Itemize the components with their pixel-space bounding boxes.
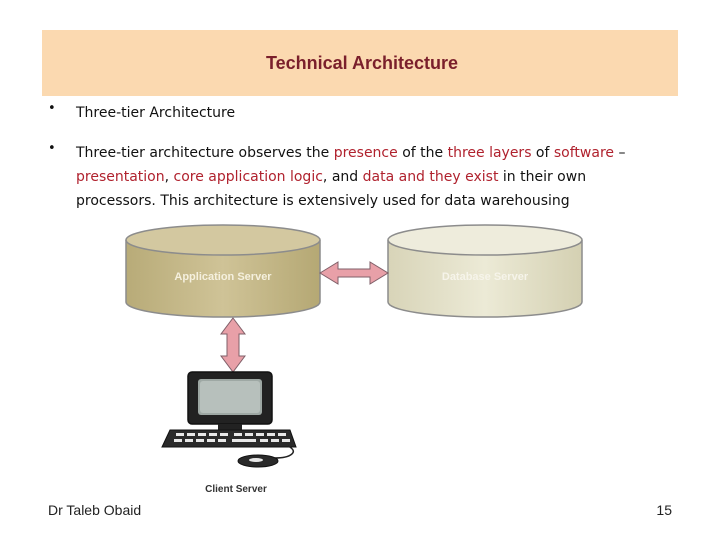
highlighted-term: presentation — [76, 169, 165, 185]
bullet-dot: • — [48, 101, 56, 116]
bullet-dot: • — [48, 141, 56, 156]
highlighted-term: core application logic — [173, 169, 323, 185]
bullet-text-fragment: of — [531, 145, 554, 161]
bullet-text-fragment: in their own processors. This architectu… — [76, 169, 587, 209]
bullet-text-fragment: , and — [322, 169, 363, 185]
bullet-text-fragment: , — [164, 169, 174, 185]
bullet-text-fragment: Three-tier architecture observes the — [76, 145, 334, 161]
bullet-text-fragment: – — [614, 145, 626, 161]
title-bar: Technical Architecture — [42, 30, 678, 96]
client-server-label: Client Server — [205, 484, 267, 495]
footer-author: Dr Taleb Obaid — [48, 502, 142, 518]
application-server-cylinder — [125, 224, 321, 318]
bullet-text: Three-tier Architecture — [76, 105, 236, 121]
application-server-label: Application Server — [174, 271, 272, 283]
highlighted-term: three layers — [447, 145, 532, 161]
double-arrow-horizontal — [319, 261, 389, 285]
double-arrow-vertical — [220, 317, 246, 373]
highlighted-term: presence — [333, 145, 398, 161]
bullet-item: • Three-tier architecture observes the p… — [48, 141, 666, 213]
computer-icon — [161, 371, 297, 468]
bullet-item: • Three-tier Architecture — [48, 101, 666, 125]
bullet-text-fragment: of the — [397, 145, 448, 161]
highlighted-term: software — [553, 145, 615, 161]
database-server-cylinder — [387, 224, 583, 318]
page-number: 15 — [656, 502, 672, 518]
highlighted-term: data and they exist — [362, 169, 499, 185]
slide-title: Technical Architecture — [265, 52, 459, 73]
bullet-text: Three-tier architecture observes the pre… — [76, 141, 666, 213]
database-server-label: Database Server — [442, 271, 529, 283]
